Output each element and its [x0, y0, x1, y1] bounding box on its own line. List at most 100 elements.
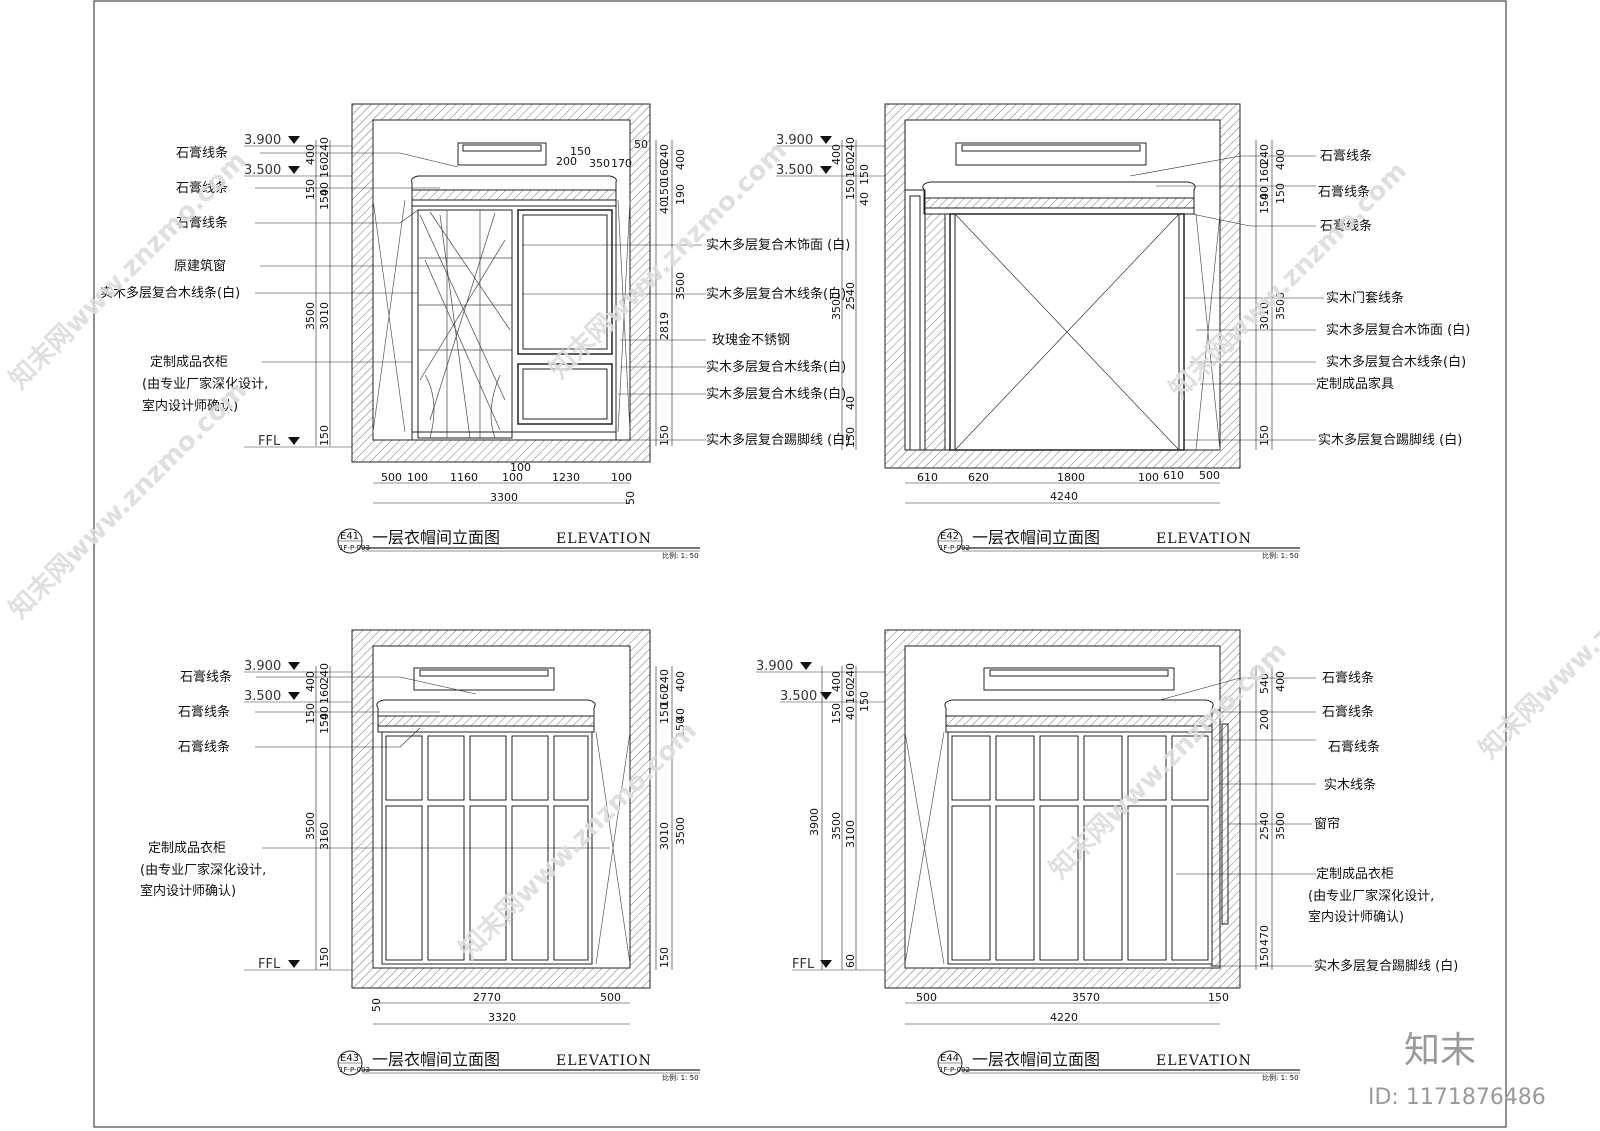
e42-bdim-2: 1800 — [1057, 471, 1085, 484]
e41-tdim-1: 200 — [556, 155, 577, 168]
e42-rdim-1: 160 — [1258, 162, 1271, 183]
e41-window — [417, 209, 513, 439]
e41-level-3500: 3.500 — [244, 163, 281, 178]
e44-ldim-9: 60 — [844, 954, 857, 968]
e42-ldim-0: 400 — [830, 144, 843, 165]
e43-title-cn: 一层衣帽间立面图 — [372, 1050, 500, 1069]
e43-ldim-5: 150 — [318, 713, 331, 734]
e41-ldim-5: 150 — [318, 189, 331, 210]
e41-level-ffl: FFL — [258, 434, 281, 449]
e44-rlbl-7: 室内设计师确认) — [1308, 909, 1404, 925]
e42-rdim-7: 3500 — [1274, 292, 1287, 320]
e43-ldim-2: 160 — [318, 683, 331, 704]
e41-rdim-5: 3500 — [674, 272, 687, 300]
e43-ldim-4: 40 — [318, 706, 331, 720]
e44-rlbl-3: 实木线条 — [1324, 777, 1376, 793]
e43-sub: 1F-P-003 — [339, 1066, 370, 1074]
e44-ldim-3: 150 — [830, 703, 843, 724]
e42-rlbl-7: 实木多层复合踢脚线 (白) — [1318, 432, 1462, 448]
e41-rlbl-0: 实木多层复合木饰面 (白) — [706, 237, 850, 253]
e43-tag: E43 — [340, 1053, 359, 1064]
e44-rlbl-6: (由专业厂家深化设计, — [1308, 888, 1434, 904]
e42-rlbl-0: 石膏线条 — [1320, 148, 1372, 164]
e43-scale: 比例: 1: 50 — [662, 1073, 699, 1082]
e41-bdim-0: 500 — [381, 471, 402, 484]
e41-ldim-7: 3500 — [304, 302, 317, 330]
e43-llbl-2: 石膏线条 — [178, 739, 230, 755]
e43-llbl-3: 定制成品衣柜 — [148, 840, 226, 856]
e43-ldim-0: 400 — [304, 671, 317, 692]
e44-rdim-4: 3500 — [1274, 812, 1287, 840]
e43-ldim-3: 150 — [304, 703, 317, 724]
e44-title-cn: 一层衣帽间立面图 — [972, 1050, 1100, 1069]
e43-rdim-6: 3010 — [658, 822, 671, 850]
e43-level-ffl: FFL — [258, 957, 281, 972]
e43-bdim-1: 2770 — [473, 991, 501, 1004]
e43-ldim-1: 240 — [318, 663, 331, 684]
e44-level-ffl: FFL — [792, 957, 815, 972]
e41-llbl-5: 定制成品衣柜 — [150, 354, 228, 370]
e41-llbl-0: 石膏线条 — [176, 145, 228, 161]
e43-llbl-1: 石膏线条 — [178, 704, 230, 720]
e44-rlbl-4: 窗帘 — [1314, 816, 1340, 832]
e42-ldim-4: 40 — [858, 192, 871, 206]
e41-rdim-9: 50 — [634, 138, 648, 151]
e41-rlbl-2: 玫瑰金不锈钢 — [712, 332, 790, 348]
e41-title-en: ELEVATION — [556, 531, 652, 547]
e44-scale: 比例: 1: 50 — [1262, 1073, 1299, 1082]
e41-ldim-3: 150 — [304, 179, 317, 200]
e44-rlbl-0: 石膏线条 — [1322, 670, 1374, 686]
e44-level-3500: 3.500 — [780, 689, 817, 704]
e41-ldim-0: 400 — [304, 144, 317, 165]
e43-bdim-3: 3320 — [488, 1011, 516, 1024]
e44-title-en: ELEVATION — [1156, 1053, 1252, 1069]
e41-llbl-7: 室内设计师确认) — [142, 398, 238, 414]
e42-bdim-6: 4240 — [1050, 490, 1078, 503]
e41-title-cn: 一层衣帽间立面图 — [372, 528, 500, 547]
e41-rdim-3: 40 — [658, 200, 671, 214]
e43-ldim-6: 3160 — [318, 822, 331, 850]
e44-bdim-3: 4220 — [1050, 1011, 1078, 1024]
e41-rdim-1: 160 — [658, 162, 671, 183]
e41-bdim-7: 3300 — [490, 491, 518, 504]
e42-rdim-3: 150 — [1274, 183, 1287, 204]
e42-bdim-4: 610 — [1163, 469, 1184, 482]
e44-rdim-3: 2540 — [1258, 812, 1271, 840]
e41-rlbl-3: 实木多层复合木线条(白) — [706, 359, 846, 375]
e41-ldim-6: 3010 — [318, 302, 331, 330]
e42-scale: 比例: 1: 50 — [1262, 551, 1299, 560]
e43-bdim-2: 500 — [600, 991, 621, 1004]
e43-level-3500: 3.500 — [244, 689, 281, 704]
elevation-e41: 3.900 3.500 FFL 400 240 160 150 40 150 3… — [100, 103, 850, 560]
e42-bdim-3: 100 — [1138, 471, 1159, 484]
e41-ldim-8: 150 — [318, 425, 331, 446]
e43-ldim-8: 150 — [318, 947, 331, 968]
e44-wall-frame — [884, 629, 1241, 989]
e42-bdim-0: 610 — [917, 471, 938, 484]
e43-rdim-0: 240 — [658, 669, 671, 690]
e42-tag: E42 — [940, 531, 959, 542]
e44-ldim-7: 3500 — [830, 812, 843, 840]
e44-ldim-2: 160 — [844, 683, 857, 704]
e42-sub: 1F-P-002 — [939, 544, 970, 552]
elevation-e43: 3.900 3.500 FFL 400 240 160 150 40 150 3… — [140, 629, 700, 1082]
e42-rlbl-3: 实木门套线条 — [1326, 290, 1404, 306]
e43-llbl-0: 石膏线条 — [180, 669, 232, 685]
e41-level-3900: 3.900 — [244, 133, 281, 148]
e44-rdim-5: 470 — [1258, 925, 1271, 946]
e43-rdim-3: 150 — [658, 703, 671, 724]
e41-rlbl-5: 实木多层复合踢脚线 (白) — [706, 432, 850, 448]
e44-bdim-1: 3570 — [1072, 991, 1100, 1004]
e42-rlbl-4: 实木多层复合木饰面 (白) — [1326, 322, 1470, 338]
e41-llbl-6: (由专业厂家深化设计, — [142, 376, 268, 392]
e42-rlbl-2: 石膏线条 — [1320, 218, 1372, 234]
e42-rlbl-5: 实木多层复合木线条(白) — [1326, 354, 1466, 370]
image-id-text: ID: 1171876486 — [1368, 1085, 1546, 1110]
e44-bdim-0: 500 — [916, 991, 937, 1004]
e41-bdim-3: 100 — [502, 471, 523, 484]
e42-ldim-1: 240 — [844, 137, 857, 158]
e42-ldim-5: 150 — [858, 164, 871, 185]
e42-bdim-1: 620 — [968, 471, 989, 484]
e41-ldim-1: 240 — [318, 137, 331, 158]
e41-rdim-7: 400 — [674, 149, 687, 170]
